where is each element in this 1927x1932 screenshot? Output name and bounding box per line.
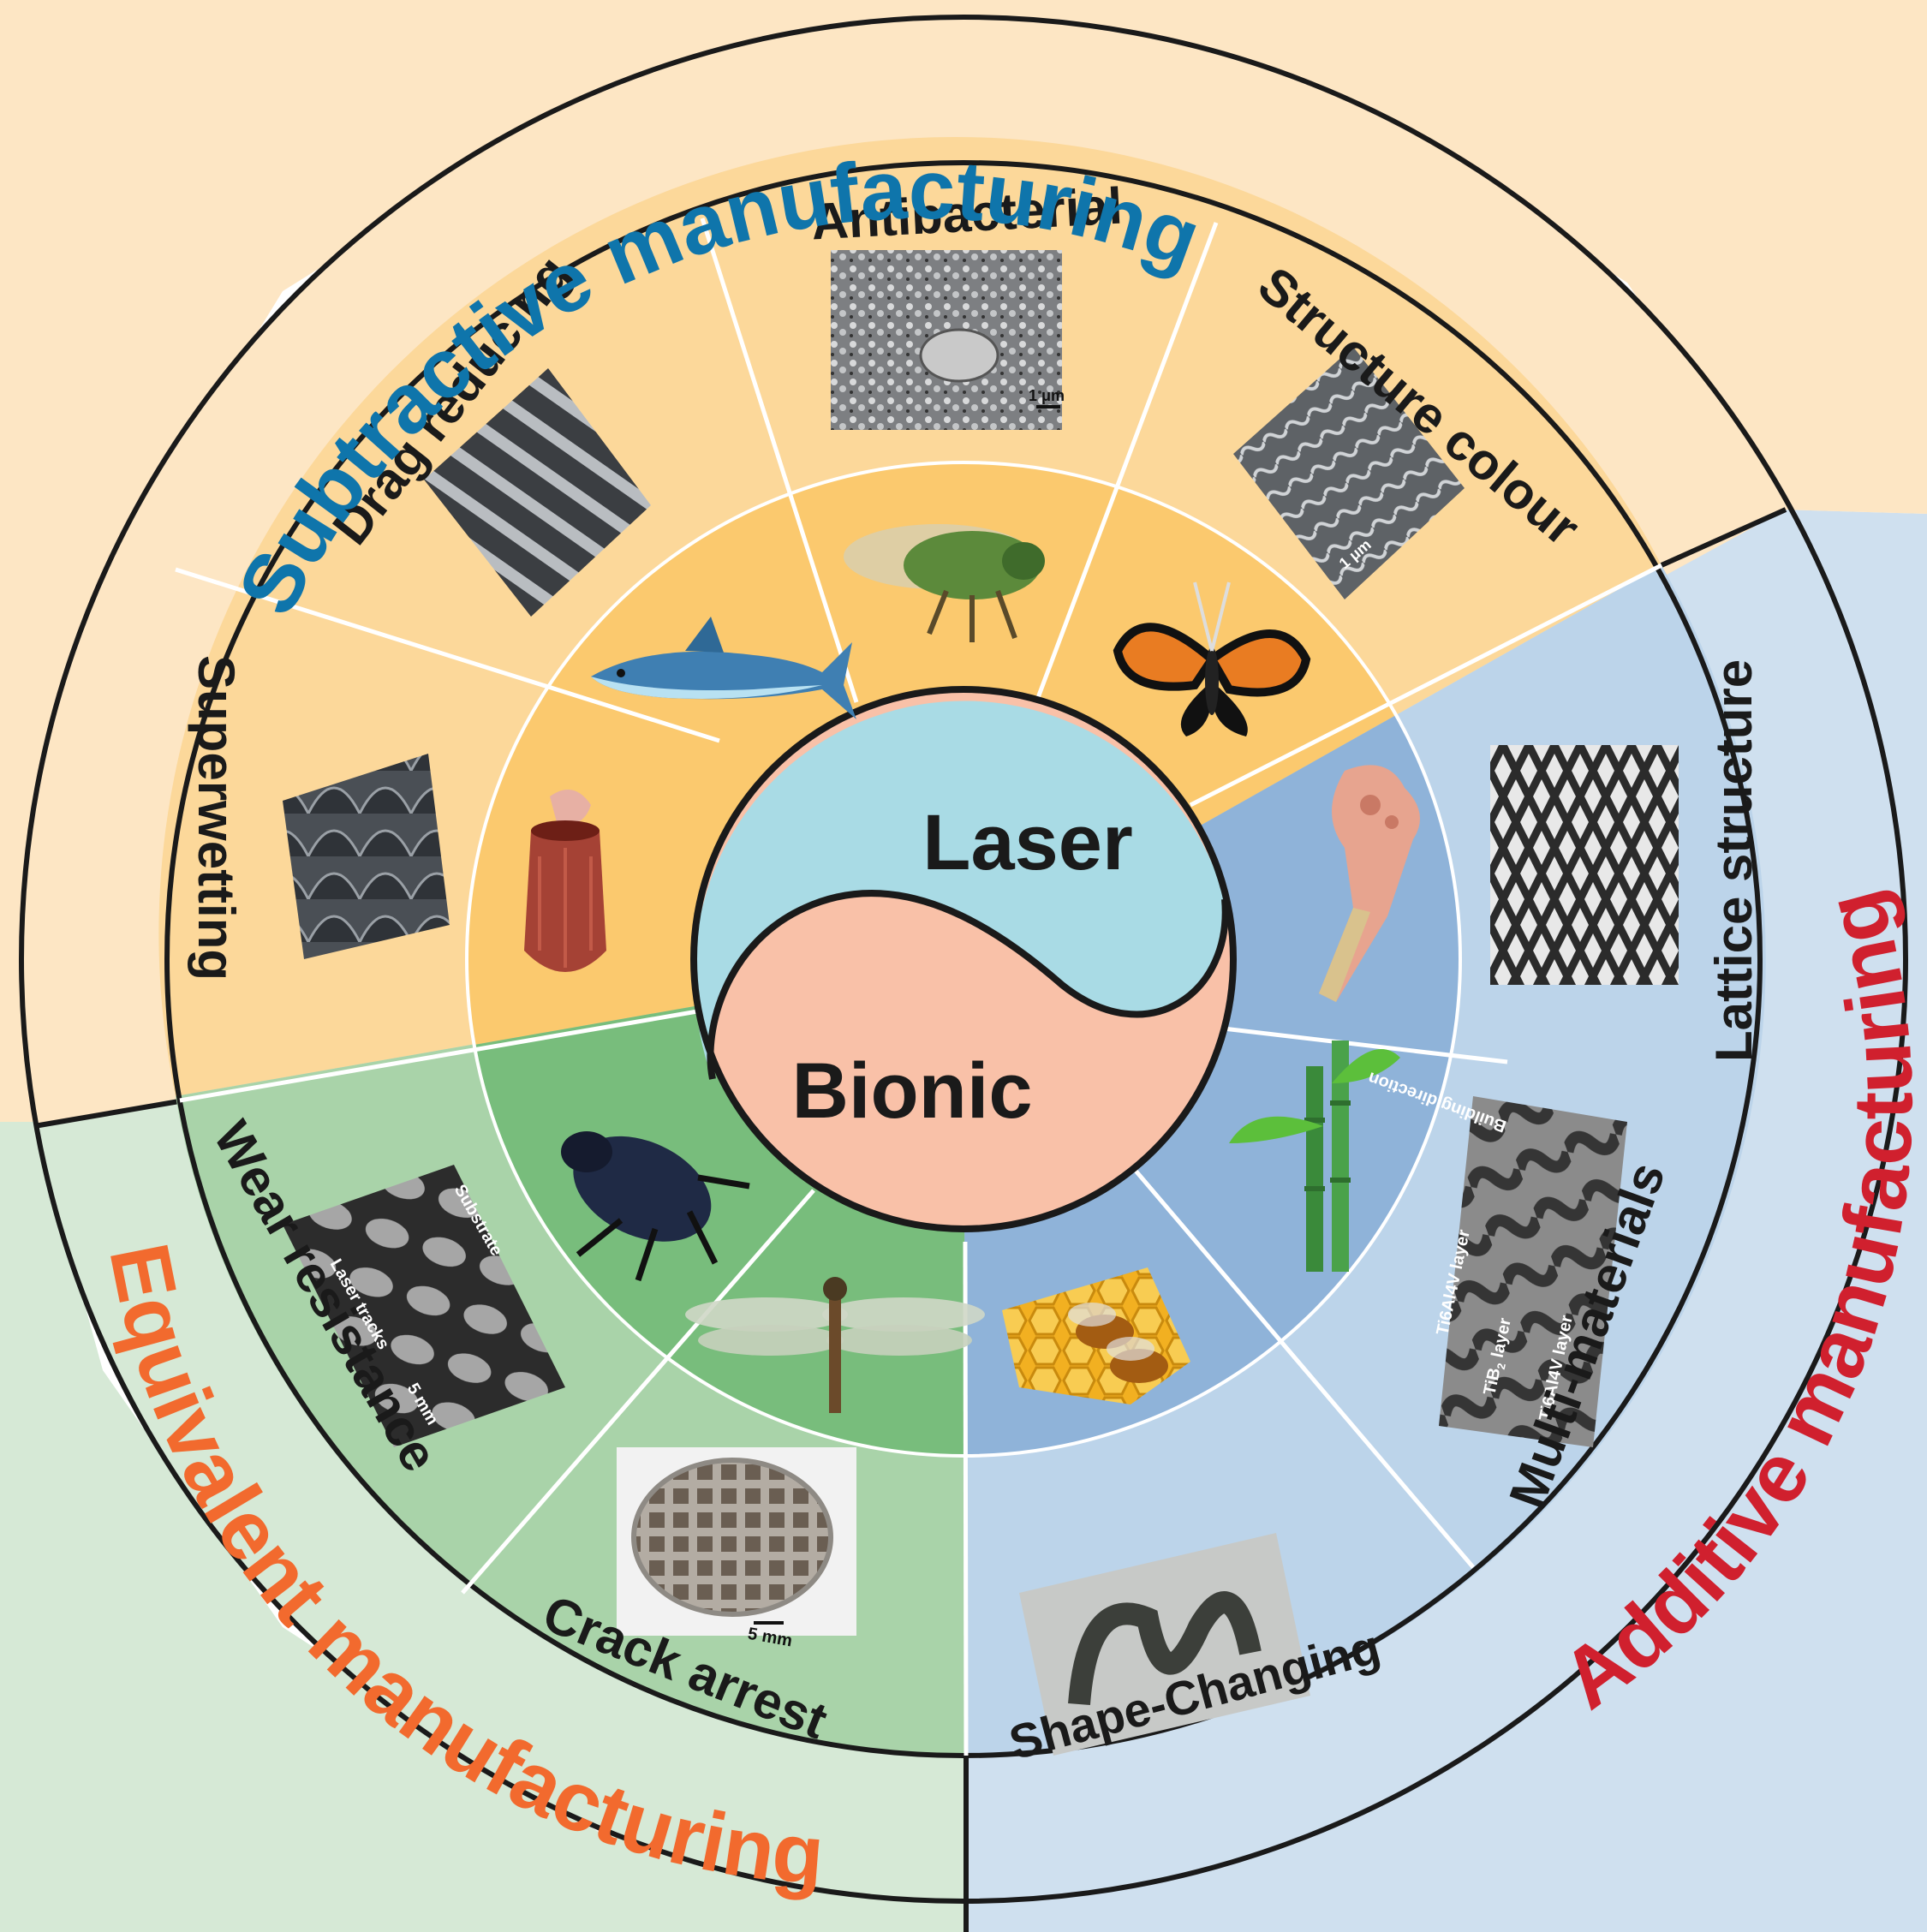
radial-dividers <box>175 218 1663 1756</box>
bone-icon <box>1319 765 1420 1002</box>
equivalent-corner-bg <box>0 1122 966 1932</box>
wear-resistance-micrograph: Substrate Laser tracks 5 mm <box>283 1165 565 1447</box>
multi-layer2-sub: 2 <box>1494 1362 1508 1370</box>
multi-materials-micrograph: Building direction Ti6Al4V layer TiB2 la… <box>1365 1068 1627 1447</box>
shark-icon <box>591 617 856 719</box>
additive-corner-bg <box>966 510 1927 1932</box>
divider-sub-eqv <box>33 1098 185 1129</box>
lattice-micrograph <box>1490 745 1679 985</box>
structure-colour-micrograph: 1 μm <box>1233 347 1465 599</box>
butterfly-icon <box>1113 581 1311 736</box>
dragonfly-icon <box>685 1277 985 1413</box>
laser-half <box>695 701 1226 1079</box>
divider-sub-add <box>1660 507 1787 568</box>
crack-arrest-micrograph: 5 mm <box>617 1447 856 1650</box>
center-bionic-text: Bionic <box>791 1047 1032 1135</box>
label-lattice: Lattice structure <box>1705 659 1763 1062</box>
antibacterial-micrograph: 1 μm <box>831 250 1065 430</box>
beetle-icon <box>561 1131 750 1282</box>
middle-ring-border <box>164 160 1763 1758</box>
center-laser-text: Laser <box>922 799 1133 886</box>
bamboo-icon <box>1229 1041 1400 1272</box>
shape-changing-micrograph <box>1019 1533 1310 1756</box>
drag-reducing-micrograph <box>424 368 651 617</box>
honeycomb-bees-icon <box>1002 1267 1190 1404</box>
pitcher-plant-icon <box>524 790 606 972</box>
cicada-icon <box>844 524 1045 642</box>
label-superwetting: Superwetting <box>188 655 245 981</box>
antibacterial-scale-label: 1 μm <box>1029 387 1065 404</box>
subtractive-corner-bg <box>0 0 1927 1122</box>
superwetting-micrograph <box>283 754 450 959</box>
multi-layer2-label: TiB2 layer <box>1480 1316 1517 1398</box>
center-yin-yang: Laser Bionic <box>690 686 1237 1232</box>
